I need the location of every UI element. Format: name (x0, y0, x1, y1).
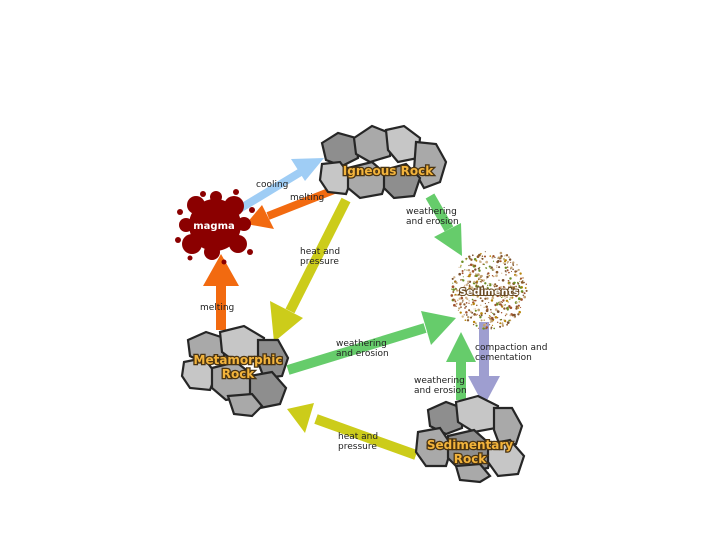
metamorphic-rock-label-line2: Rock (222, 367, 256, 381)
sedimentary-rock-icon (414, 394, 526, 484)
metamorphic-rock-icon (180, 324, 290, 418)
arrow-weathering-metamorphic (286, 311, 456, 375)
igneous-rock-node: Igneous Rock (318, 124, 448, 200)
arrow-weathering-igneous (425, 193, 462, 256)
arrow-cooling (233, 158, 324, 215)
igneous-rock-label: Igneous Rock (343, 164, 434, 178)
weathering-metamorphic-label-line2: and erosion (336, 349, 389, 359)
magma-node: magma (175, 189, 255, 265)
metamorphic-rock-node: Metamorphic Rock (180, 324, 290, 418)
melting-igneous-label: melting (290, 193, 324, 203)
weathering-sedimentary-label-line2: and erosion (414, 386, 467, 396)
sedimentary-rock-node: Sedimentary Rock (414, 394, 526, 484)
melting-metamorphic-label: melting (200, 303, 234, 313)
arrow-heat-sedimentary (287, 403, 418, 460)
heat-sedimentary-label-line1: heat and (338, 432, 378, 442)
compaction-label-line1: compaction and (475, 343, 547, 353)
heat-igneous-label-line1: heat and (300, 247, 340, 257)
magma-label: magma (193, 221, 235, 232)
arrow-melting-igneous (246, 186, 336, 229)
sediments-label: Sediments (459, 287, 519, 298)
arrow-heat-igneous (270, 197, 351, 342)
cooling-label: cooling (256, 180, 288, 190)
arrow-weathering-sedimentary (446, 332, 476, 400)
compaction-label-line2: cementation (475, 353, 532, 363)
sedimentary-rock-label-line2: Rock (454, 452, 488, 466)
weathering-metamorphic-label-line1: weathering (336, 339, 387, 349)
weathering-sedimentary-label-line1: weathering (414, 376, 465, 386)
heat-sedimentary-label-line2: pressure (338, 442, 377, 452)
sedimentary-rock-label-line1: Sedimentary (427, 438, 513, 452)
magma-splat-icon (175, 189, 255, 265)
heat-igneous-label-line2: pressure (300, 257, 339, 267)
sediments-particles-icon (450, 251, 528, 330)
arrow-melting-metamorphic (203, 254, 239, 330)
arrow-compaction (468, 322, 500, 406)
metamorphic-rock-label-line1: Metamorphic (194, 353, 283, 367)
sediments-node: Sediments (450, 251, 528, 330)
igneous-rock-icon (318, 124, 448, 200)
weathering-igneous-label-line2: and erosion (406, 217, 459, 227)
weathering-igneous-label-line1: weathering (406, 207, 457, 217)
